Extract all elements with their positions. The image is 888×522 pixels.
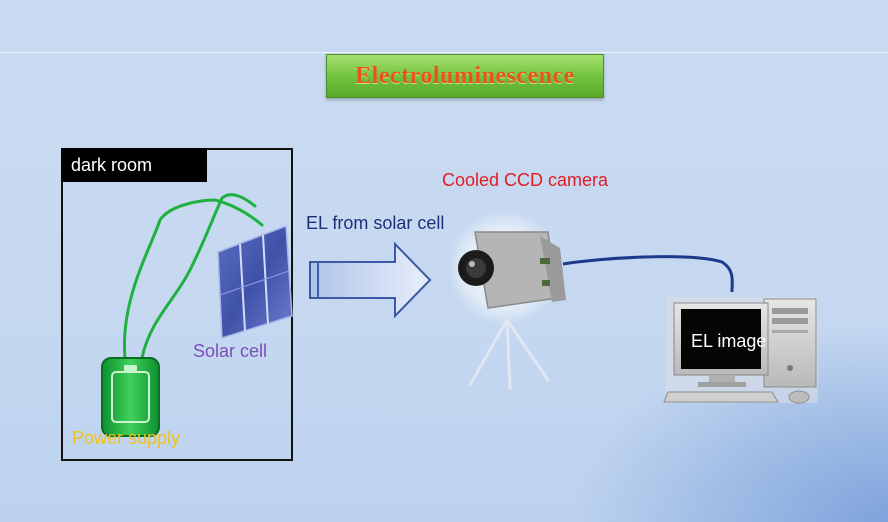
solar-panel xyxy=(217,224,293,340)
ccd-camera-label: Cooled CCD camera xyxy=(442,170,609,190)
title-banner: Electroluminescence xyxy=(326,54,604,98)
el-from-solar-cell-label: EL from solar cell xyxy=(306,213,445,233)
tripod xyxy=(468,318,550,390)
diagram-title: Electroluminescence xyxy=(355,62,575,89)
data-cable xyxy=(562,255,734,293)
light-arrow xyxy=(309,241,432,319)
dark-room-label: dark room xyxy=(61,148,207,182)
computer xyxy=(663,297,818,404)
battery-icon xyxy=(101,357,160,437)
wires xyxy=(122,193,264,360)
ccd-camera xyxy=(447,210,566,326)
solar-cell-label: Solar cell xyxy=(193,341,268,361)
header-divider xyxy=(0,52,888,53)
power-supply-label: Power supply xyxy=(72,428,181,448)
el-image-label: EL image xyxy=(691,331,767,351)
